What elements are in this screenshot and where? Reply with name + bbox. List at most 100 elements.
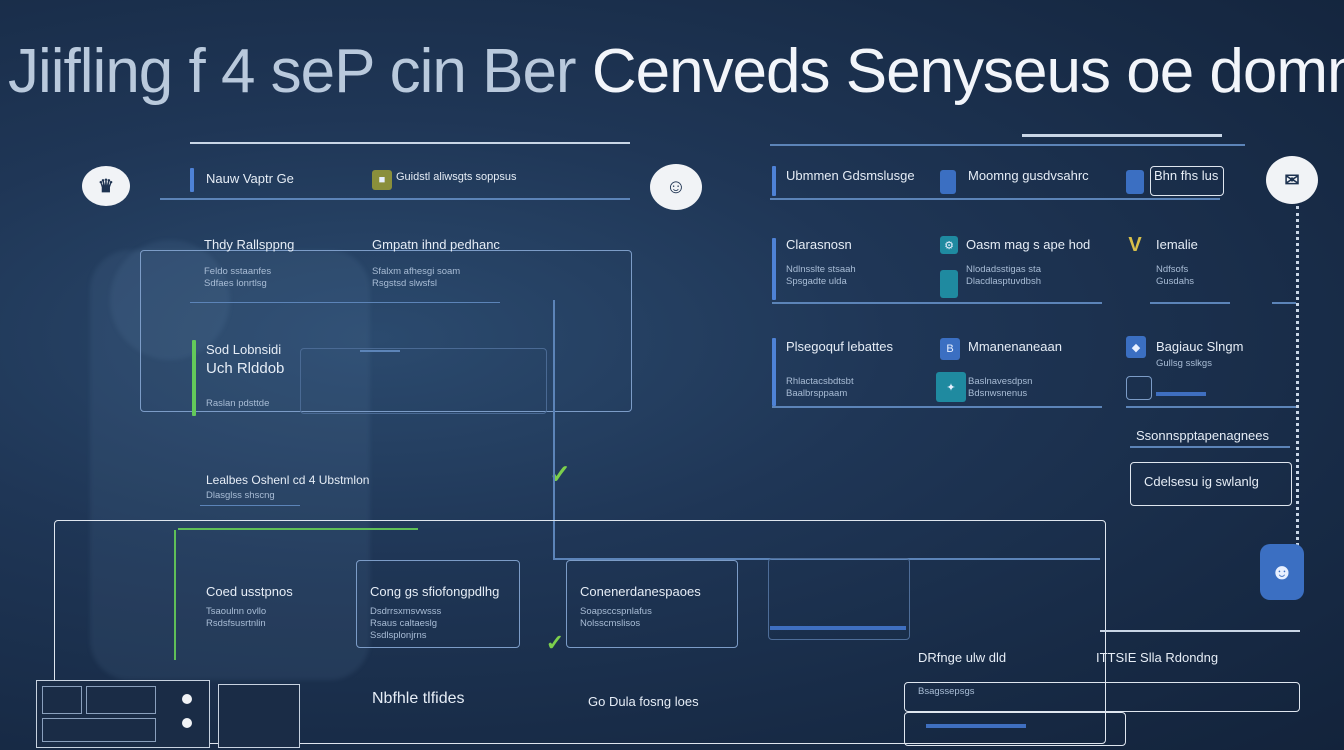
right-header-3-icon: [1126, 170, 1144, 194]
right-row2-card-3-icon: ◆: [1126, 336, 1146, 358]
bottom-card-2: [356, 560, 520, 648]
right-row1-rule-3: [1272, 302, 1296, 304]
right-row1-card-3-sub-1: Ndfsofs: [1156, 264, 1189, 275]
left-top-rule: [190, 142, 630, 144]
right-top-rule: [1022, 134, 1222, 137]
bottom-green-vertical: [174, 530, 176, 660]
right-header-2-icon: [940, 170, 956, 194]
right-row1-card-1-sub-2: Spsgadte ulda: [786, 276, 847, 287]
bottom-green-rule: [178, 528, 418, 530]
right-row1-card-2-icon-b: [940, 270, 958, 298]
right-header-1-label: Ubmmen Gdsmslusge: [786, 168, 915, 183]
right-header-rule-2: [770, 198, 1220, 200]
right-side-rule-1: [1130, 446, 1290, 448]
bottom-card-2-label: Cong gs sfiofongpdlhg: [370, 584, 500, 599]
bottom-card-3: [566, 560, 738, 648]
left-header-1-bar: [190, 168, 194, 192]
bottom-check-icon: ✓: [545, 630, 565, 655]
right-row2-rule: [772, 406, 1102, 408]
right-row2-card-1-sub-1: Rhlactacsbdtsbt: [786, 376, 854, 387]
bottom-footer-1: Nbfhle tlfides: [372, 690, 465, 707]
left-row1-card-2-sub-1: Sfalxm afhesgi soam: [372, 266, 461, 277]
bottom-right-item-2-label: ITTSIE Slla Rdondng: [1096, 650, 1219, 665]
right-row2-card-3-label: Bagiauc Slngm: [1156, 339, 1244, 354]
left-row1-card-2-sub-2: Rsgstsd slwsfsl: [372, 278, 437, 289]
page-title: Jiifling f 4 seP cin Ber Cenveds Senyseu…: [8, 36, 1344, 107]
left-row3-label: Lealbes Oshenl cd 4 Ubstmlon: [206, 473, 370, 487]
right-dotted-line: [1296, 206, 1299, 546]
right-row2-card-1-bar: [772, 338, 776, 406]
mini-panel: [218, 684, 300, 748]
right-row1-rule: [772, 302, 1102, 304]
left-row1-card-1-sub-1: Feldo sstaanfes: [204, 266, 272, 277]
right-side-box-2: [1130, 462, 1292, 506]
bottom-right-strip: [926, 724, 1026, 728]
bottom-card-3-sub-1: Soapsccspnlafus: [580, 606, 652, 617]
right-side-label-2: Cdelsesu ig swlanlg: [1144, 474, 1259, 489]
bottom-tech-strip: [770, 626, 906, 630]
bottom-panel-box: [54, 520, 1106, 744]
bottom-connector: [555, 558, 1100, 560]
bottom-right-item-1-label: DRfnge ulw dld: [918, 650, 1007, 665]
left-row2-bar: [192, 340, 196, 416]
crown-icon: ♛: [82, 166, 130, 206]
left-row2-connector: [360, 350, 400, 352]
right-row2-card-3-sub-1: Gullsg sslkgs: [1156, 358, 1212, 369]
bottom-right-box-2: [904, 712, 1126, 746]
right-row2-card-2-sub-2: Bdsnwsnenus: [968, 388, 1028, 399]
right-row1-card-3-icon: V: [1128, 233, 1142, 256]
right-header-1-bar: [772, 166, 776, 196]
left-header-rule: [160, 198, 630, 200]
left-row2-inner-box: [300, 348, 547, 414]
bottom-card-2-sub-2: Rsaus caltaeslg: [370, 618, 438, 629]
mini-window-cell-2: [86, 686, 156, 714]
left-vertical-drop: [553, 300, 555, 560]
left-row1-box: [140, 250, 632, 412]
right-row2-card-2-sub-1: Baslnavesdpsn: [968, 376, 1033, 387]
right-row1-card-2-label: Oasm mag s ape hod: [966, 237, 1091, 252]
mini-window: [36, 680, 210, 748]
bottom-card-3-sub-2: Nolsscmslisos: [580, 618, 641, 629]
right-header-2-label: Moomng gusdvsahrc: [968, 168, 1089, 183]
right-row2-card-1-sub-2: Baalbrsppaam: [786, 388, 848, 399]
left-row1-card-1-label: Thdy Rallsppng: [204, 237, 295, 252]
bottom-card-1-sub-2: Rsdsfsusrtnlin: [206, 618, 266, 629]
right-side-label-1: Ssonnspptapenagnees: [1136, 428, 1270, 443]
left-header-2-label: Guidstl aliwsgts soppsus: [396, 171, 517, 183]
left-row1-card-2-label: Gmpatn ihnd pedhanc: [372, 237, 500, 252]
mini-window-dot-1: [182, 694, 192, 704]
right-row2-card-2-label: Mmanenaneaan: [968, 339, 1062, 354]
left-row2-label-2: Uch Rlddob: [206, 360, 285, 377]
bottom-card-1-label: Coed usstpnos: [206, 584, 293, 599]
right-row1-card-1-label: Clarasnosn: [786, 237, 852, 252]
right-row1-card-1-sub-1: Ndlnsslte stsaah: [786, 264, 856, 275]
mini-window-cell-3: [42, 718, 156, 742]
bottom-card-2-sub-3: Ssdlsplonjrns: [370, 630, 427, 641]
check-icon: ✓: [549, 458, 571, 489]
right-row1-card-2-icon: ⚙: [940, 236, 958, 254]
background-figure: [90, 250, 370, 680]
title-part-1: Jiifling f 4 seP cin Ber: [8, 37, 577, 106]
right-row1-card-2-sub-2: Dlacdlasptuvdbsh: [966, 276, 1041, 287]
robot-icon: ☻: [1260, 544, 1304, 600]
left-row1-card-1-sub-2: Sdfaes lonrtlsg: [204, 278, 267, 289]
right-row1-card-3-sub-2: Gusdahs: [1156, 276, 1195, 287]
bottom-card-3-label: Conenerdanespaoes: [580, 584, 701, 599]
mini-window-dot-2: [182, 718, 192, 728]
left-row2-label: Sod Lobnsidi: [206, 342, 282, 357]
left-row3-sub: Dlasglss shscng: [206, 490, 275, 501]
right-row1-card-1-bar: [772, 238, 776, 300]
right-header-rule: [770, 144, 1245, 146]
left-header-1-label: Nauw Vaptr Ge: [206, 171, 294, 186]
right-header-3-box: [1150, 166, 1224, 196]
face-icon: ☺: [650, 164, 702, 210]
bottom-card-1-sub-1: Tsaoulnn ovllo: [206, 606, 267, 617]
bottom-right-box-1: [904, 682, 1300, 712]
right-row2-card-3-small-box: [1126, 376, 1152, 400]
background-figure-head: [110, 240, 230, 360]
left-row2-sub: Raslan pdsttde: [206, 398, 270, 409]
right-row2-card-3-strip: [1156, 392, 1206, 396]
mini-window-cell-1: [42, 686, 82, 714]
right-row1-card-3-label: Iemalie: [1156, 237, 1198, 252]
